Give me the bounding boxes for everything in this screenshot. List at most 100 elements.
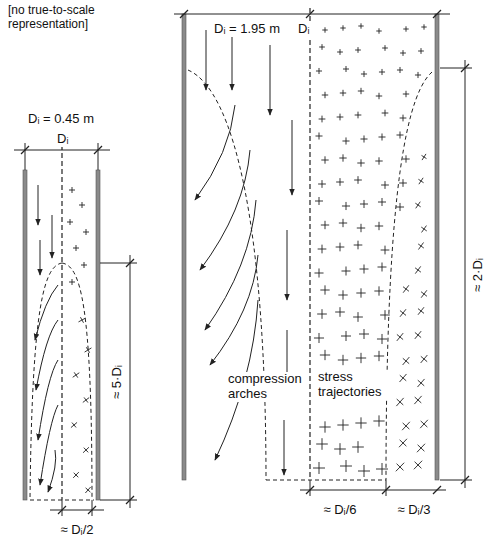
stress-mark <box>406 155 407 162</box>
stress-mark <box>403 115 404 122</box>
dimension-tick <box>382 486 390 494</box>
stress-mark <box>418 244 424 248</box>
stress-mark <box>400 375 406 381</box>
stress-mark <box>406 26 407 31</box>
stress-mark <box>72 187 73 193</box>
dimension-tick <box>306 10 314 18</box>
stress-mark <box>396 398 403 406</box>
curve <box>62 263 92 500</box>
flow-arrow <box>195 105 235 200</box>
stress-mark <box>364 264 365 273</box>
extension-line <box>92 500 93 516</box>
stress-mark <box>86 347 89 352</box>
stress-mark <box>415 268 421 272</box>
stress-mark <box>325 92 326 98</box>
stress-mark <box>319 462 320 474</box>
flow-arrow <box>200 150 250 270</box>
curve <box>188 70 266 480</box>
stress-mark <box>397 464 404 471</box>
stress-mark <box>358 176 359 184</box>
stress-mark <box>421 290 427 297</box>
stress-mark <box>399 439 407 447</box>
dimension-label: Dᵢ <box>55 132 70 147</box>
stress-mark <box>382 133 383 140</box>
stress-mark <box>418 179 423 182</box>
stress-mark <box>340 443 341 455</box>
stress-mark <box>364 135 365 142</box>
dimension-line <box>300 490 446 491</box>
stress-mark <box>416 202 421 209</box>
stress-mark <box>364 465 365 477</box>
stress-mark <box>385 45 386 51</box>
stress-mark <box>343 154 344 161</box>
stress-mark <box>346 331 347 341</box>
stress-mark <box>385 110 386 117</box>
stress-mark <box>400 440 407 446</box>
stress-mark <box>322 44 323 50</box>
stress-mark <box>361 288 362 297</box>
silo-wall <box>23 170 27 500</box>
stress-mark <box>422 155 427 158</box>
stress-mark <box>361 23 362 28</box>
stress-mark <box>403 423 410 429</box>
stress-mark <box>382 463 383 475</box>
stress-mark <box>417 444 425 452</box>
stress-mark <box>418 309 424 314</box>
dimension-tick <box>306 486 314 494</box>
stress-mark <box>421 227 426 231</box>
stress-mark <box>418 72 419 78</box>
stress-mark <box>422 226 427 233</box>
dimension-label: Dᵢ = 0.45 m <box>28 112 94 127</box>
stress-mark <box>80 317 83 323</box>
extension-line <box>100 263 137 264</box>
stress-mark <box>361 88 362 94</box>
stress-mark <box>358 47 359 53</box>
stress-mark <box>379 415 380 426</box>
stress-mark <box>319 197 320 205</box>
flow-arrow <box>232 30 233 90</box>
stress-mark <box>382 334 383 344</box>
axis-line <box>309 8 310 480</box>
stress-mark <box>421 356 427 361</box>
stress-mark <box>397 399 404 405</box>
stress-mark <box>402 422 410 430</box>
stress-mark <box>319 68 320 74</box>
extension-line <box>62 500 63 516</box>
stress-mark <box>400 131 401 138</box>
stress-mark <box>319 333 320 343</box>
stress-mark <box>82 202 83 208</box>
stress-mark <box>420 420 428 428</box>
outlet-line <box>266 480 386 481</box>
stress-mark <box>340 307 341 317</box>
stress-mark <box>379 157 380 164</box>
silo-wall <box>182 14 186 480</box>
dimension-label: ≈ 2·Dᵢ <box>471 256 486 294</box>
curve <box>30 263 62 500</box>
stress-mark <box>421 421 428 427</box>
stress-mark <box>340 49 341 55</box>
stress-mark <box>84 262 85 268</box>
dimension-tick <box>58 506 66 514</box>
stress-mark <box>421 292 427 297</box>
stress-mark <box>322 180 323 188</box>
extension-line <box>100 500 137 501</box>
stress-mark <box>340 178 341 186</box>
flow-arrow <box>48 450 56 492</box>
flow-arrow <box>36 320 58 390</box>
stress-mark <box>322 309 323 319</box>
stress-mark <box>343 25 344 30</box>
stress-mark <box>70 219 71 225</box>
flow-arrow <box>40 240 41 275</box>
stress-mark <box>85 348 92 352</box>
stress-mark <box>385 310 386 320</box>
stress-mark <box>73 472 79 478</box>
stress-mark <box>325 350 326 360</box>
stress-mark <box>379 28 380 33</box>
stress-mark <box>84 397 88 402</box>
stress-mark <box>400 203 401 211</box>
stress-mark <box>400 374 407 382</box>
stress-mark <box>418 307 424 315</box>
dimension-line <box>174 14 450 15</box>
stress-mark <box>415 332 421 337</box>
dimension-tick <box>461 476 469 484</box>
